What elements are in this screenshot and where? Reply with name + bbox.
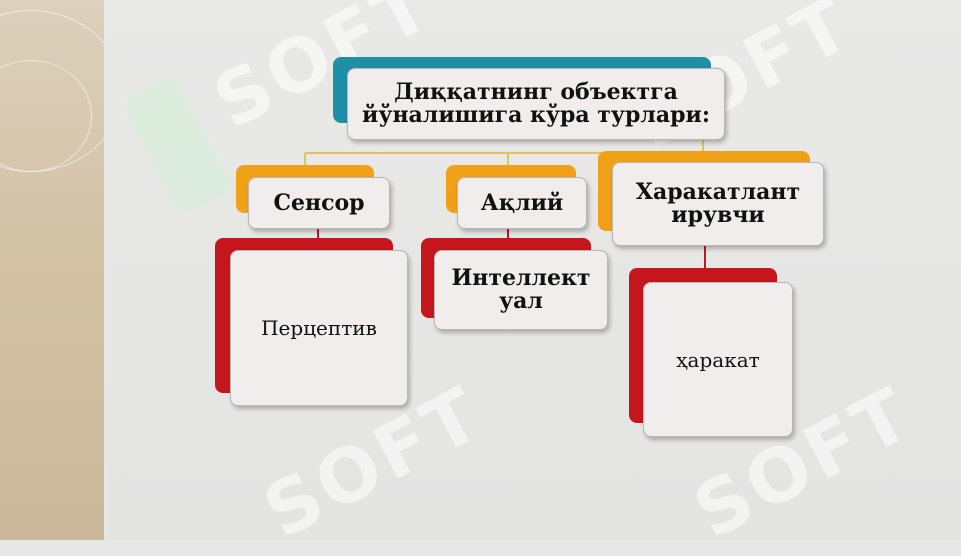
- child-label: Перцептив: [261, 316, 377, 340]
- child-node-intellectual: Интеллект уал: [434, 250, 608, 330]
- root-node-label: Диққатнинг объектга йўналишига кўра турл…: [362, 79, 710, 128]
- category-label: Ақлий: [480, 189, 564, 216]
- child-label: ҳаракат: [676, 347, 760, 372]
- category-label: Харакатлант ирувчи: [635, 179, 801, 228]
- child-label: Интеллект уал: [451, 265, 591, 314]
- category-node-sensor: Сенсор: [248, 177, 390, 229]
- root-node: Диққатнинг объектга йўналишига кўра турл…: [347, 68, 725, 140]
- category-node-motor: Харакатлант ирувчи: [612, 162, 824, 246]
- child-node-action: ҳаракат: [643, 282, 793, 437]
- child-node-perceptive: Перцептив: [230, 250, 408, 406]
- category-node-mental: Ақлий: [457, 177, 587, 229]
- decorative-side-panel: [0, 0, 104, 540]
- category-label: Сенсор: [273, 189, 365, 216]
